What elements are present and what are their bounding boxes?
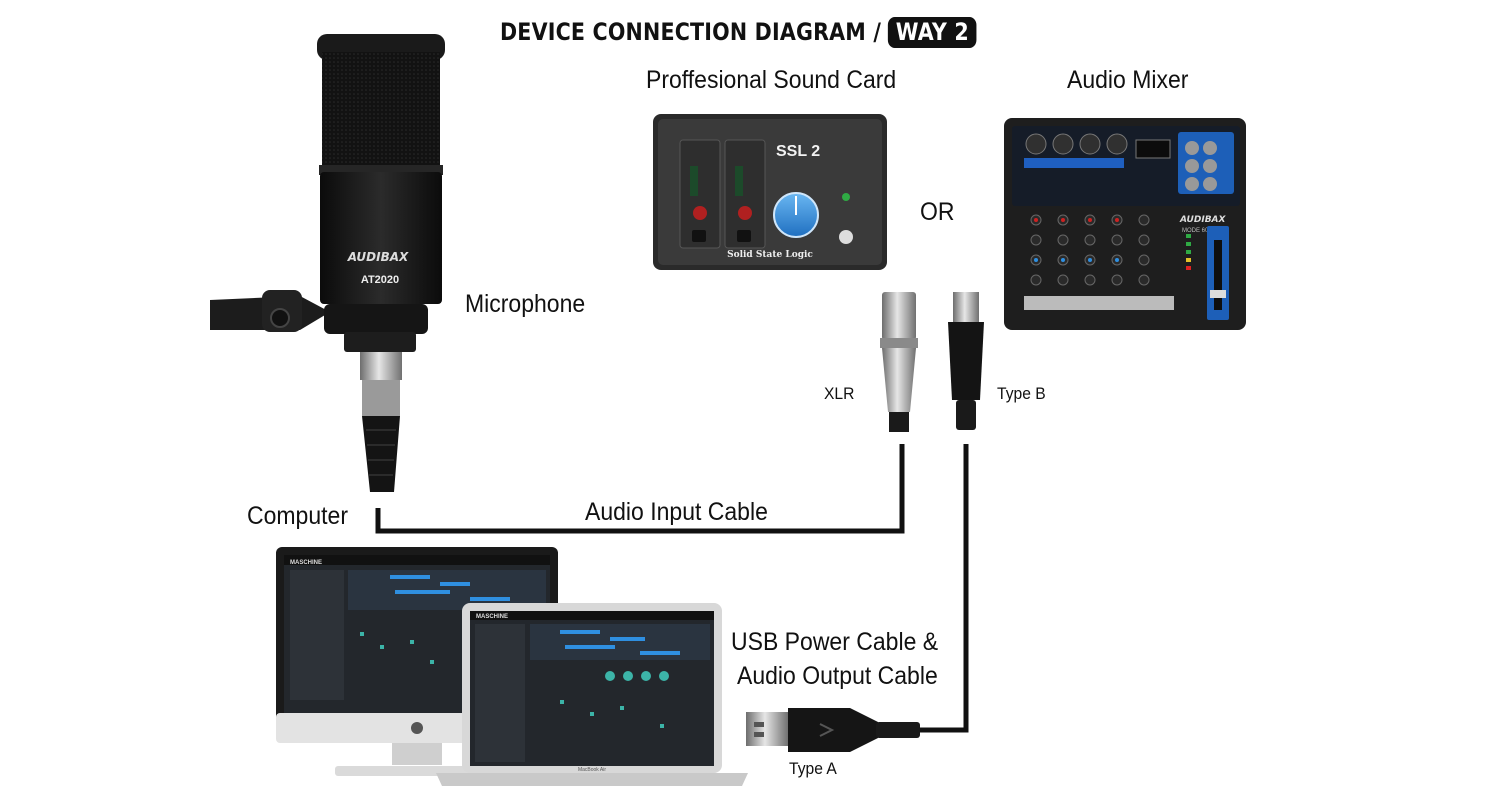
audio-mixer: AUDIBAX MODE 600 — [1004, 118, 1246, 330]
usb-cable-label-line1: USB Power Cable & — [731, 628, 939, 656]
microphone-label: Microphone — [465, 290, 586, 318]
mixer-brand-text: AUDIBAX — [1179, 215, 1227, 225]
microphone: AUDIBAX AT2020 — [210, 34, 445, 492]
sound-card: SSL 2 Solid State Logic — [653, 114, 887, 270]
usb-type-b-connector — [948, 292, 984, 430]
usb-cable-label-line2: Audio Output Cable — [737, 662, 938, 690]
xlr-label: XLR — [824, 384, 855, 403]
mixer-label: Audio Mixer — [1067, 66, 1189, 94]
laptop-brand-text: MacBook Air — [578, 767, 606, 773]
usb-cable — [920, 444, 969, 733]
xlr-connector — [880, 292, 918, 432]
sound-card-label: Proffesional Sound Card — [646, 66, 897, 94]
mic-model-text: AT2020 — [361, 274, 399, 286]
laptop-app-name-text: MASCHINE — [476, 614, 508, 620]
diagram-title: DEVICE CONNECTION DIAGRAM / WAY 2 — [500, 14, 977, 50]
imac-app-name-text: MASCHINE — [290, 560, 322, 566]
computer-label: Computer — [247, 502, 348, 530]
audio-input-cable-label: Audio Input Cable — [585, 498, 768, 526]
title-badge: WAY 2 — [887, 16, 977, 48]
mixer-model-text: MODE 600 — [1182, 228, 1212, 234]
type-a-label: Type A — [789, 759, 837, 778]
laptop: MacBook Air MASCHINE — [436, 603, 748, 786]
usb-type-a-connector — [746, 708, 920, 752]
mic-brand-text: AUDIBAX — [347, 250, 409, 264]
sound-card-brand-text: SSL 2 — [776, 143, 820, 160]
sound-card-maker-text: Solid State Logic — [727, 250, 813, 260]
title-text: DEVICE CONNECTION DIAGRAM / — [500, 18, 882, 46]
or-label: OR — [920, 198, 955, 226]
audio-input-cable — [375, 444, 905, 534]
type-b-label: Type B — [997, 384, 1046, 403]
